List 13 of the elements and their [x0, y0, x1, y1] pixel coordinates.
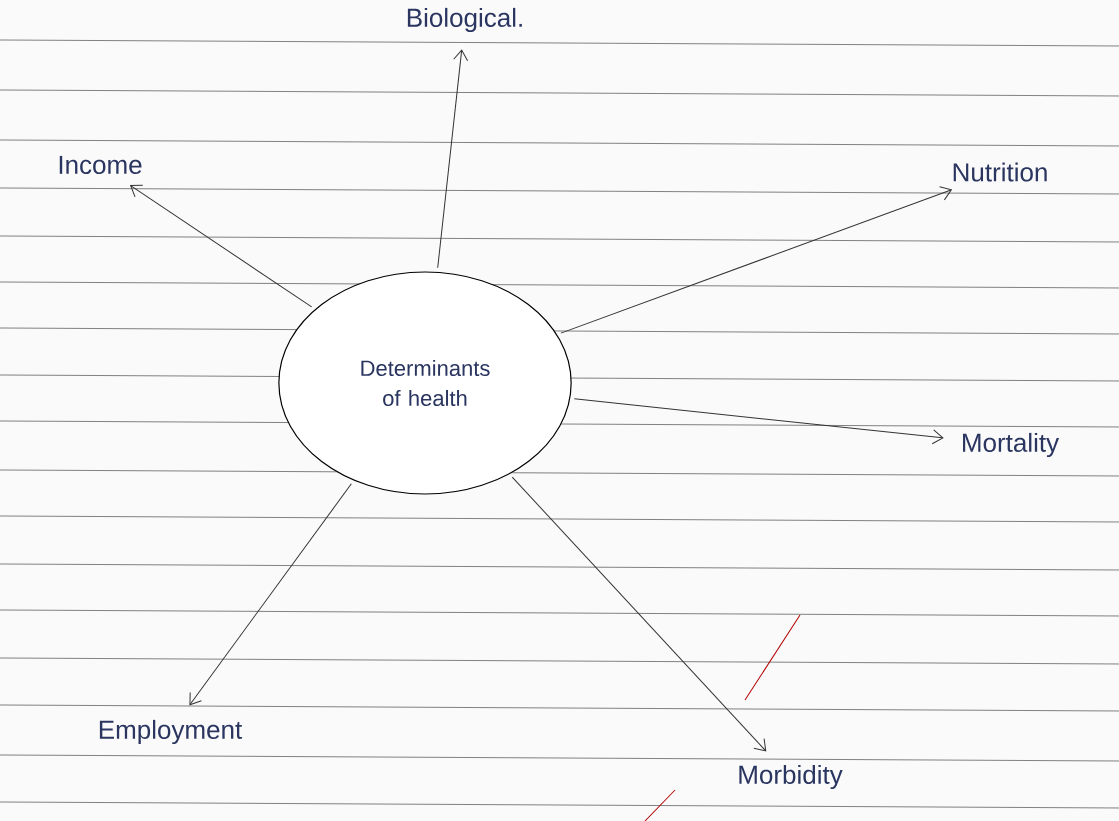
determinant-label: Nutrition: [948, 159, 1052, 185]
arrow: [130, 184, 313, 308]
arrow: [437, 49, 469, 269]
determinant-label: Employment: [94, 716, 246, 748]
circle-node: Determinants of health: [278, 271, 572, 495]
determinant-label: Morbidity: [734, 761, 846, 793]
determinant-label: Biological.: [402, 4, 528, 36]
determinant-label: Income: [54, 152, 146, 178]
arrow: [511, 476, 767, 752]
arrow: [560, 186, 952, 334]
arrow: [189, 483, 352, 706]
arrow: [573, 398, 944, 445]
determinant-label: Mortality: [957, 429, 1063, 461]
